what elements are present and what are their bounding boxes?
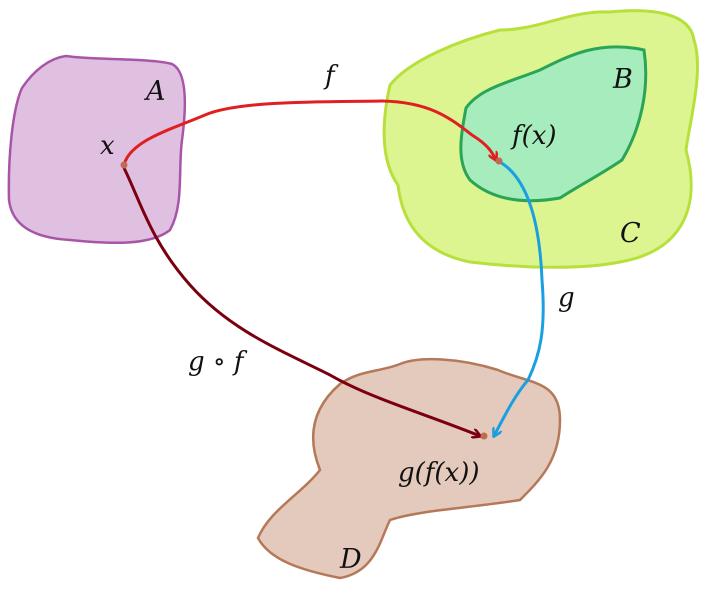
arrow-gof-label: g ∘ f [188, 347, 248, 377]
set-d-region [256, 357, 562, 580]
point-x-label: x [100, 131, 115, 161]
point-gfx-label: g(f(x)) [398, 458, 480, 488]
point-gfx [480, 432, 488, 440]
arrow-g-label: g [558, 283, 575, 313]
set-b-region [459, 45, 648, 203]
point-x [120, 161, 128, 169]
point-fx-label: f(x) [510, 121, 557, 151]
set-c-label: C [620, 218, 641, 249]
set-a-region [7, 54, 187, 245]
arrow-f-label: f [323, 61, 339, 91]
arrow-f [122, 99, 496, 166]
set-b-label: B [612, 64, 633, 95]
set-a-label: A [143, 76, 166, 107]
arrow-g [494, 160, 545, 436]
point-fx [495, 157, 503, 165]
arrow-g-compose-f [122, 167, 480, 436]
set-d-label: D [339, 544, 362, 575]
